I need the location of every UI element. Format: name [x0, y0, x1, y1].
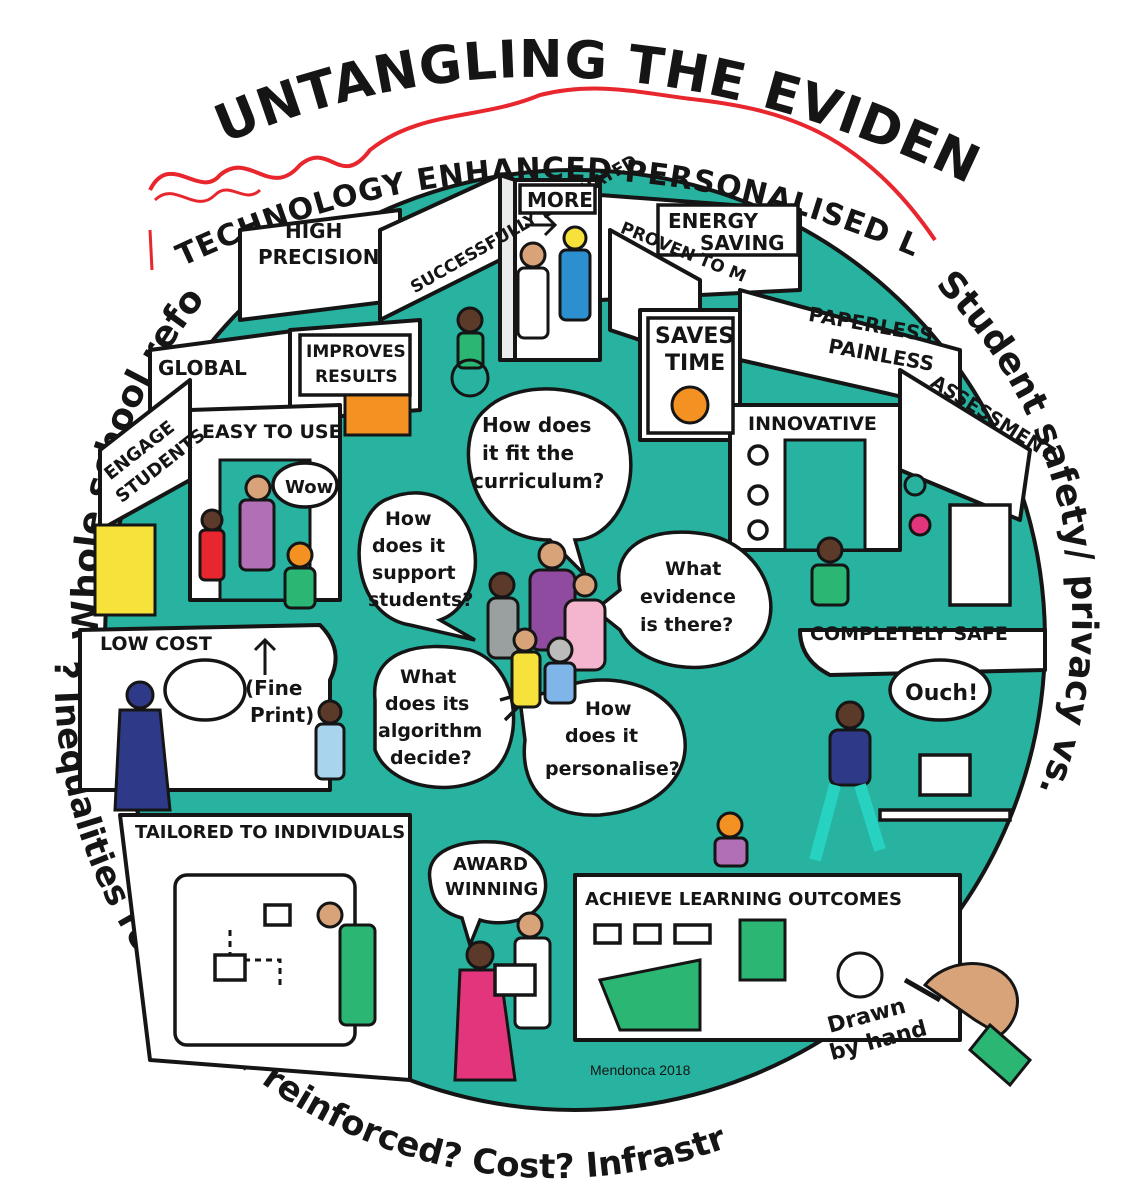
- sign-global: GLOBAL: [158, 356, 247, 380]
- sign-energy-board: [656, 203, 800, 257]
- sign-improves-board: [298, 333, 412, 397]
- bubble-evidence: What evidence is there?: [592, 530, 773, 670]
- tangled-string: [148, 86, 937, 242]
- desk: [878, 808, 1012, 822]
- sign-innovative: INNOVATIVE: [748, 413, 877, 435]
- results-chart: [343, 393, 412, 437]
- green-machine: [597, 958, 702, 1032]
- speech-bubble-small: [163, 658, 247, 722]
- sign-more-board: [518, 183, 597, 215]
- svg-text:How does it fit the: How does it fit the curriculum?: [472, 413, 604, 493]
- computer-monitor: [918, 753, 972, 797]
- svg-text:Ouch!: Ouch!: [905, 681, 978, 706]
- bubble-award: AWARD WINNING: [427, 840, 548, 951]
- arrow-right-icon: [525, 213, 558, 237]
- sign-achieve: ACHIEVE LEARNING OUTCOMES: [585, 889, 902, 910]
- headphones-icon: [903, 473, 927, 497]
- sign-more: MORE: [527, 188, 593, 212]
- svg-text:What evidence is t: What evidence is there?: [640, 558, 743, 636]
- bubble-ouch: Ouch!: [888, 658, 992, 722]
- sign-low-cost: LOW COST: [100, 633, 212, 655]
- sign-easy-to-use: EASY TO USE: [202, 421, 342, 443]
- bubble-personalise: How does it personalise?: [518, 678, 687, 817]
- green-tablet: [738, 918, 787, 982]
- sign-completely-safe: COMPLETELY SAFE: [810, 623, 1008, 645]
- signature: Mendonca 2018: [590, 1062, 691, 1078]
- svg-text:Wow: Wow: [285, 477, 333, 498]
- bubble-curriculum: How does it fit the curriculum?: [466, 387, 633, 582]
- svg-text:How does it person: How does it personalise?: [545, 698, 680, 780]
- laptop: [493, 963, 537, 997]
- arrow-up-icon: [253, 637, 277, 675]
- bubble-algorithm: What does its algorithm decide?: [373, 644, 542, 790]
- clock-icon: [670, 385, 710, 425]
- people: [113, 225, 886, 1082]
- kiosk: [93, 523, 157, 617]
- sign-tailored: TAILORED TO INDIVIDUALS: [135, 822, 405, 843]
- svg-text:What does its algo: What does its algorithm decide?: [378, 666, 489, 769]
- svg-text:AWARD WINNING: AWARD WINNING: [445, 854, 538, 900]
- innovative-doorway: [783, 438, 867, 552]
- headphones-icon-2: [908, 513, 932, 537]
- bubble-wow: Wow: [271, 461, 339, 509]
- bubble-support: How does it support students?: [357, 491, 478, 642]
- drawing-hand: [903, 962, 1033, 1088]
- filing-cabinet: [948, 503, 1012, 607]
- svg-text:How does it suppor: How does it support students?: [368, 508, 473, 611]
- wall-screen: [173, 873, 357, 1047]
